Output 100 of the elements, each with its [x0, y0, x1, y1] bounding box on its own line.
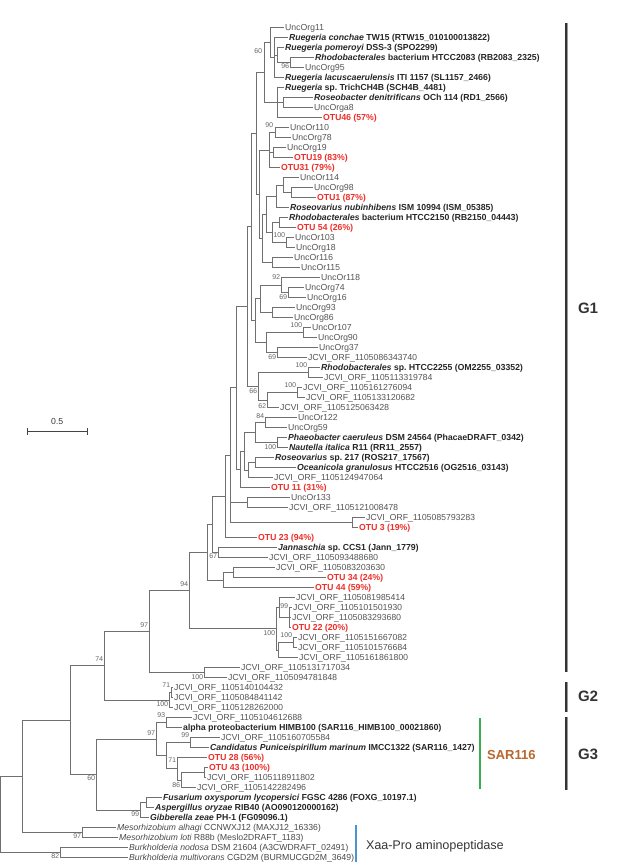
branch — [274, 147, 286, 148]
branch — [286, 237, 294, 238]
taxon-label: OTU 11 (31%) — [270, 482, 327, 492]
branch — [256, 457, 274, 458]
branch — [258, 372, 308, 373]
branch — [274, 157, 294, 158]
branch — [140, 817, 150, 818]
branch — [268, 392, 298, 393]
branch — [276, 207, 290, 208]
branch — [280, 597, 296, 598]
branch — [268, 407, 280, 408]
taxon-label: JCVI_ORF_1105142282496 — [196, 782, 306, 792]
taxon-label: Nautella italica R11 (RR11_2557) — [288, 442, 422, 452]
branch — [248, 386, 258, 387]
taxon-label: UncOrg37 — [318, 342, 359, 352]
branch — [234, 567, 276, 568]
taxon-label: JCVI_ORF_1105128262000 — [173, 702, 283, 712]
scale-label: 0.5 — [51, 416, 64, 426]
branch — [256, 298, 260, 299]
taxon-label: Phaeobacter caeruleus DSM 24564 (PhacaeDRAFT_0342) — [287, 432, 524, 442]
taxon-label: JCVI_ORF_1105085793283 — [365, 512, 475, 522]
branch — [280, 617, 290, 618]
taxon-label: UncOrg74 — [304, 282, 345, 292]
branch — [260, 285, 282, 286]
taxon-label: Rhodobacterales bacterium HTCC2150 (RB2150_04443) — [288, 212, 518, 222]
branch — [270, 167, 280, 168]
taxon-label: UncOr114 — [299, 172, 339, 182]
taxon-label: Mesorhizobium alhagi CCNWXJ12 (MAXJ12_16336) — [116, 822, 321, 832]
branch — [204, 767, 208, 768]
branch — [182, 772, 204, 773]
branch — [204, 677, 228, 678]
branch — [178, 780, 182, 781]
branch — [290, 57, 314, 58]
branch — [278, 657, 298, 658]
taxon-label: UncOr107 — [311, 322, 352, 332]
branch — [256, 72, 264, 73]
branch — [276, 607, 280, 608]
branch — [278, 447, 288, 448]
taxon-label: Roseovarius sp. 217 (ROS217_17567) — [274, 452, 430, 462]
taxon-label: UncOr115 — [300, 262, 340, 272]
branch — [280, 227, 296, 228]
branch — [290, 67, 304, 68]
branch — [272, 267, 300, 268]
branch — [212, 552, 218, 553]
branch — [248, 507, 288, 508]
taxon-label: OTU31 (79%) — [280, 162, 335, 172]
taxon-label: OTU19 (83%) — [293, 152, 348, 162]
branch — [166, 742, 190, 743]
branch — [236, 469, 240, 470]
branch — [156, 755, 166, 756]
branch — [82, 827, 116, 828]
taxon-label: Ruegeria conchae TW15 (RTW15_010100013822) — [288, 32, 490, 42]
branch — [270, 27, 284, 28]
branch — [226, 455, 230, 456]
branch — [266, 417, 298, 418]
branch — [166, 768, 178, 769]
branch — [230, 522, 352, 523]
branch — [96, 810, 140, 811]
branch — [308, 377, 324, 378]
taxon-label: JCVI_ORF_1105104612688 — [192, 712, 302, 722]
taxon-label: JCVI_ORF_1105133120682 — [305, 392, 415, 402]
branch — [276, 137, 292, 138]
taxon-label: Ruegeria lacuscaerulensis ITI 1157 (SL1157_2466) — [284, 72, 491, 82]
branch — [256, 342, 266, 343]
branch — [266, 332, 304, 333]
group-label: G1 — [578, 300, 598, 318]
branch — [204, 667, 240, 668]
branch — [270, 132, 276, 133]
branch — [274, 77, 284, 78]
branch — [266, 427, 288, 428]
branch — [0, 852, 60, 853]
taxon-label: JCVI_ORF_1105151667082 — [297, 632, 407, 642]
branch — [236, 306, 248, 307]
group-label: G3 — [578, 746, 598, 764]
branch — [244, 470, 248, 471]
branch — [270, 57, 274, 58]
taxon-label: UncOr110 — [289, 122, 329, 132]
taxon-label: Rhodobacterales bacterium HTCC2083 (RB2083_2325) — [314, 52, 540, 62]
taxon-label: OTU 54 (26%) — [296, 222, 354, 232]
branch — [258, 400, 268, 401]
taxon-label: Jannaschia sp. CCS1 (Jann_1779) — [277, 542, 419, 552]
taxon-label: UncOrg18 — [295, 242, 336, 252]
clade-label: SAR116 — [487, 747, 536, 763]
branch — [266, 232, 272, 233]
branch — [284, 192, 292, 193]
branch — [218, 547, 278, 548]
branch — [70, 774, 96, 775]
group-label: G2 — [578, 688, 598, 706]
branch — [266, 196, 276, 197]
branch — [104, 631, 150, 632]
branch — [230, 387, 236, 388]
branch — [70, 665, 104, 666]
branch — [256, 194, 260, 195]
branch — [244, 432, 256, 433]
branch — [284, 97, 314, 98]
branch — [256, 442, 278, 443]
branch — [82, 837, 118, 838]
taxon-label: OTU 22 (20%) — [291, 622, 348, 632]
taxon-label: JCVI_ORF_1105125063428 — [279, 402, 389, 412]
taxon-label: UncOrg95 — [304, 62, 345, 72]
